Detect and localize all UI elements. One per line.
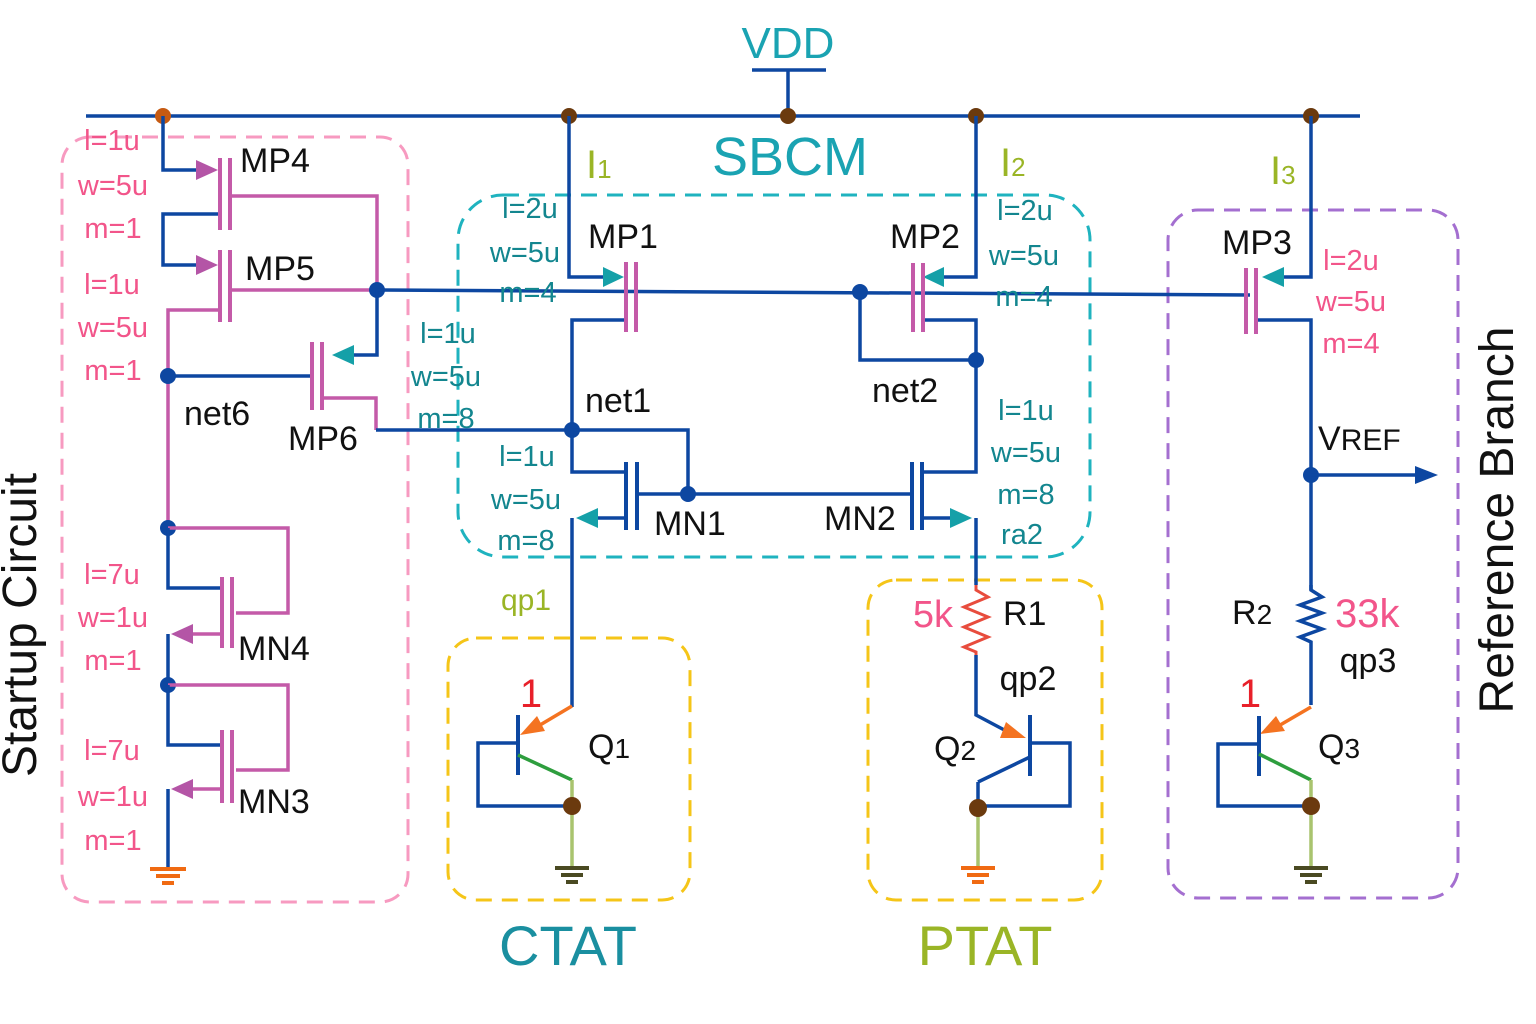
junction-dot [780,108,796,124]
ptat-box [866,578,1104,902]
r2-label: R2 [1232,594,1272,632]
transistor-mp1 [567,116,638,430]
ctat-box [446,636,692,902]
mp3-w: w=5u [1315,286,1386,318]
bias-gate-line [376,288,1251,297]
ground-icon [1294,866,1328,884]
mn1-name: MN1 [654,505,726,543]
mn4-l: l=7u [84,559,140,591]
qp2-label: qp2 [1000,660,1057,698]
vdd-label: VDD [742,19,835,68]
mp2-name: MP2 [890,218,960,256]
mp1-m: m=4 [499,277,556,309]
mn1-w: w=5u [490,484,561,516]
mn4-m: m=1 [84,645,141,677]
mp5-name: MP5 [245,250,315,288]
vref-label: VREF [1318,420,1401,458]
q2-label: Q2 [934,730,976,768]
transistor-mn3 [166,683,290,868]
current-i2-label: I2 [1000,141,1026,185]
mn3-m: m=1 [84,825,141,857]
resistor-r2 [1294,585,1328,705]
transistor-mp3 [1244,116,1313,590]
net1-label: net1 [585,382,651,420]
transistor-mp4 [161,116,379,290]
mp6-l: l=1u [420,318,476,350]
mn2-extra: ra2 [1001,519,1043,551]
mn3-w: w=1u [77,781,148,813]
junction-dot [852,284,868,300]
ctat-title: CTAT [499,914,637,977]
reference-branch-box [1166,208,1460,900]
transistor-mn2 [910,360,978,585]
mn2-w: w=5u [990,437,1061,469]
junction-dot [563,797,581,815]
ground-icon [961,866,995,884]
junction-dot [969,799,987,817]
mp4-name: MP4 [240,142,310,180]
sbcm-box [456,193,1092,559]
ptat-title: PTAT [918,914,1053,977]
mp4-m: m=1 [84,213,141,245]
mp1-l: l=2u [502,193,558,225]
mp2-w: w=5u [988,240,1059,272]
qp3-label: qp3 [1340,642,1397,680]
q3-ratio: 1 [1239,672,1261,716]
qp1-label: qp1 [501,584,551,617]
mp5-w: w=5u [77,312,148,344]
mn4-name: MN4 [238,630,310,668]
mn4-w: w=1u [77,602,148,634]
mp5-m: m=1 [84,355,141,387]
mp3-m: m=4 [1322,328,1379,360]
mp4-w: w=5u [77,170,148,202]
mp2-m: m=4 [995,281,1052,313]
mp5-l: l=1u [84,269,140,301]
net2-label: net2 [872,372,938,410]
q1-label: Q1 [588,728,630,766]
current-i1-label: I1 [586,143,612,187]
reference-branch-title: Reference Branch [1471,327,1524,714]
mn3-l: l=7u [84,735,140,767]
r1-value: 5k [913,594,954,636]
mp6-w: w=5u [410,361,481,393]
r2-value: 33k [1335,592,1400,636]
q1-ratio: 1 [520,672,542,716]
bjt-q1 [476,704,574,866]
transistor-mp2 [858,116,978,362]
mp3-name: MP3 [1222,224,1292,262]
transistor-mp5 [166,250,377,528]
mp4-l: l=1u [84,125,140,157]
mp6-m: m=8 [417,403,474,435]
mp3-l: l=2u [1323,245,1379,277]
mn1-l: l=1u [499,441,555,473]
startup-circuit-box [60,135,410,904]
ground-icon [150,867,186,885]
junction-dot [680,486,696,502]
net6-label: net6 [184,395,250,433]
mp1-name: MP1 [588,218,658,256]
transistor-mp6 [168,290,572,432]
junction-dot [1302,797,1320,815]
mn2-name: MN2 [824,500,896,538]
mn1-m: m=8 [497,525,554,557]
bjt-q3 [1216,705,1313,866]
vdd-rail [86,68,1360,118]
r1-name: R1 [1003,595,1046,633]
mn3-name: MN3 [238,783,310,821]
startup-circuit-title: Startup Circuit [0,473,47,777]
mp1-w: w=5u [489,237,560,269]
q3-label: Q3 [1318,728,1360,766]
transistor-mn4 [166,526,290,685]
mn2-m: m=8 [997,479,1054,511]
junction-dot [160,368,176,384]
vref-output-arrow [1311,466,1438,484]
mn2-l: l=1u [998,395,1054,427]
sbcm-title: SBCM [712,127,868,187]
ground-icon [555,866,589,884]
current-i3-label: I3 [1270,149,1296,193]
resistor-r1 [960,585,992,655]
transistor-mn1 [570,428,912,705]
mp6-name: MP6 [288,420,358,458]
mp2-l: l=2u [997,195,1053,227]
